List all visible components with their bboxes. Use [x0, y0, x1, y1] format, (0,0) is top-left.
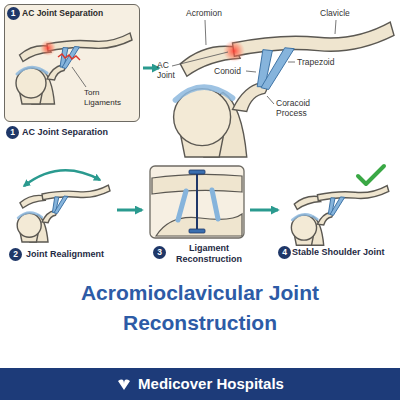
fixation-button — [189, 170, 205, 174]
leader-line — [172, 52, 228, 66]
realignment-arrow — [24, 170, 100, 186]
step-label: Stable Shoulder Joint — [292, 247, 396, 258]
check-mark — [358, 166, 384, 184]
leader-line — [246, 71, 256, 72]
leader-line — [335, 20, 336, 34]
callout-number: 3 — [157, 248, 162, 257]
part-label: Trapezoid — [297, 57, 334, 67]
leader-line — [288, 62, 295, 63]
part-label: AC Joint — [157, 60, 181, 80]
step-number: 3 — [153, 246, 166, 259]
realignment-figure — [17, 185, 110, 242]
inset-panel: AC Joint SeparationTorn Ligaments 1 — [4, 4, 140, 122]
part-label: Conoid — [214, 66, 241, 76]
panel-heading: AC Joint Separation — [22, 8, 134, 18]
step-number: 1 — [7, 7, 20, 20]
step-number: 1 — [6, 126, 19, 139]
fixation-cord — [196, 174, 198, 230]
leader-line — [267, 96, 274, 104]
step-label: AC Joint Separation — [22, 127, 108, 138]
reconstruction-inset — [150, 166, 244, 238]
injury-glow — [40, 40, 56, 56]
anatomy-figure — [174, 22, 394, 157]
step-arrow — [117, 209, 142, 212]
part-label: Torn Ligaments — [84, 88, 134, 107]
fixation-button — [189, 229, 205, 233]
footer-band: Medicover Hospitals — [0, 368, 400, 400]
part-label: Clavicle — [320, 8, 350, 18]
injury-glow — [223, 40, 245, 62]
callout-number: 4 — [282, 248, 287, 257]
step-number: 4 — [278, 246, 291, 259]
stable-figure — [291, 186, 388, 246]
brand-name: Medicover Hospitals — [138, 375, 284, 393]
callout-number: 1 — [10, 128, 15, 137]
leader-line — [205, 20, 206, 45]
ligament-graft — [212, 190, 218, 219]
inset-ground — [4, 4, 140, 122]
torn-ligament-mark — [58, 54, 80, 60]
step-label: Joint Realignment — [26, 249, 104, 260]
separation-figure — [16, 33, 132, 104]
coracoid-process — [156, 214, 242, 236]
part-label: Coracoid Process — [276, 98, 326, 118]
part-label: Acromion — [186, 8, 222, 18]
brand-logo — [116, 376, 132, 392]
step-arrow — [250, 209, 278, 212]
leader-line — [72, 67, 86, 87]
step-number: 2 — [9, 248, 22, 261]
brand-logo-shape — [118, 380, 130, 390]
callout-number: 2 — [13, 250, 18, 259]
step-label: Ligament Reconstruction — [168, 243, 250, 265]
diagram-title: Acromioclavicular Joint Reconstruction — [40, 278, 360, 338]
callout-number: 1 — [11, 9, 16, 18]
ligament-graft — [178, 191, 186, 220]
step-arrow — [143, 67, 159, 70]
